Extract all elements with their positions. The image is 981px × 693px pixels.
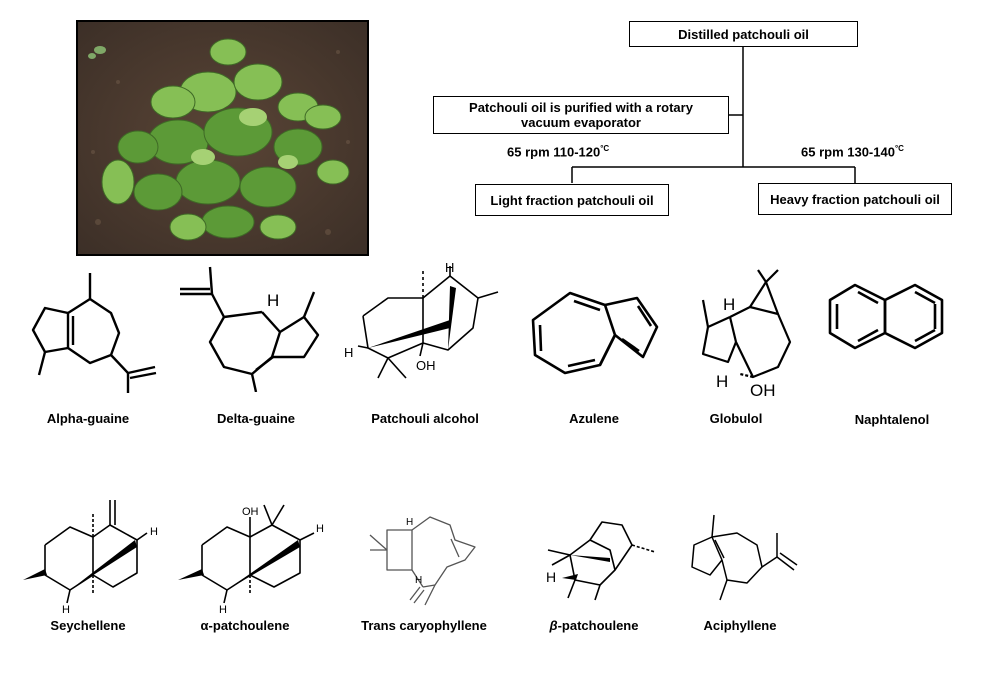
alpha-guaine-label: Alpha-guaine [46,411,130,426]
distilled-oil-text: Distilled patchouli oil [678,26,809,42]
patchouli-plant-photo [76,20,369,256]
light-condition-unit: °C [600,144,610,153]
beta-patchoulene-h: H [546,569,556,585]
patchouli-alcohol-h-left: H [344,345,353,360]
seychellene-h-right: H [150,526,158,538]
trans-caryophyllene-label: Trans caryophyllene [361,618,487,633]
alpha-patchoulene-h-bottom: H [219,604,227,616]
trans-caryophyllene-structure: H H [369,516,476,606]
azulene-structure [531,291,659,375]
distilled-oil-box: Distilled patchouli oil [629,21,858,47]
alpha-patchoulene-label: α-patchoulene [200,618,290,633]
heavy-fraction-text: Heavy fraction patchouli oil [770,191,940,207]
patchouli-alcohol-oh: OH [416,358,436,373]
heavy-fraction-condition: 65 rpm 130-140°C [801,144,904,159]
globulol-h-top: H [723,295,735,314]
light-condition-text: 65 rpm 110-120 [507,144,601,160]
beta-symbol: β [549,618,558,633]
aciphyllene-structure [691,514,798,601]
caryophyllene-h-top: H [406,517,413,528]
naphtalenol-structure [828,283,944,350]
naphtalenol-label: Naphtalenol [854,412,930,427]
patchouli-plant-image [78,22,367,254]
heavy-condition-text: 65 rpm 130-140 [801,144,895,160]
globulol-structure: H H OH [701,269,792,397]
caryophyllene-h-bottom: H [415,575,422,586]
delta-guaine-structure: H [180,266,320,392]
azulene-label: Azulene [569,411,619,426]
patchouli-alcohol-h-top: H [445,260,454,275]
alpha-guaine-structure [31,273,157,393]
heavy-condition-unit: °C [894,144,904,153]
alpha-patchoulene-h-right: H [316,523,324,535]
seychellene-h-bottom: H [62,604,70,616]
delta-guaine-label: Delta-guaine [216,411,296,426]
globulol-oh: OH [750,381,776,397]
globulol-label: Globulol [709,411,763,426]
light-fraction-text: Light fraction patchouli oil [490,192,654,208]
aciphyllene-label: Aciphyllene [703,618,777,633]
beta-patchoulene-label: β-patchoulene [550,618,639,633]
alpha-patchoulene-structure: OH H H [178,504,324,616]
alpha-patchoulene-oh: OH [242,506,259,518]
beta-patchoulene-name: -patchoulene [557,618,639,633]
light-fraction-box: Light fraction patchouli oil [475,184,669,216]
purification-text: Patchouli oil is purified with a rotary … [469,100,693,130]
seychellene-structure: H H [23,500,158,616]
patchouli-alcohol-structure: H H OH [344,260,499,379]
heavy-fraction-box: Heavy fraction patchouli oil [758,183,952,215]
light-fraction-condition: 65 rpm 110-120°C [507,144,609,159]
seychellene-label: Seychellene [50,618,126,633]
globulol-h-bottom: H [716,372,728,391]
delta-guaine-h: H [267,291,279,310]
patchouli-alcohol-label: Patchouli alcohol [371,411,479,426]
beta-patchoulene-structure: H [546,521,656,601]
purification-box: Patchouli oil is purified with a rotary … [433,96,729,134]
